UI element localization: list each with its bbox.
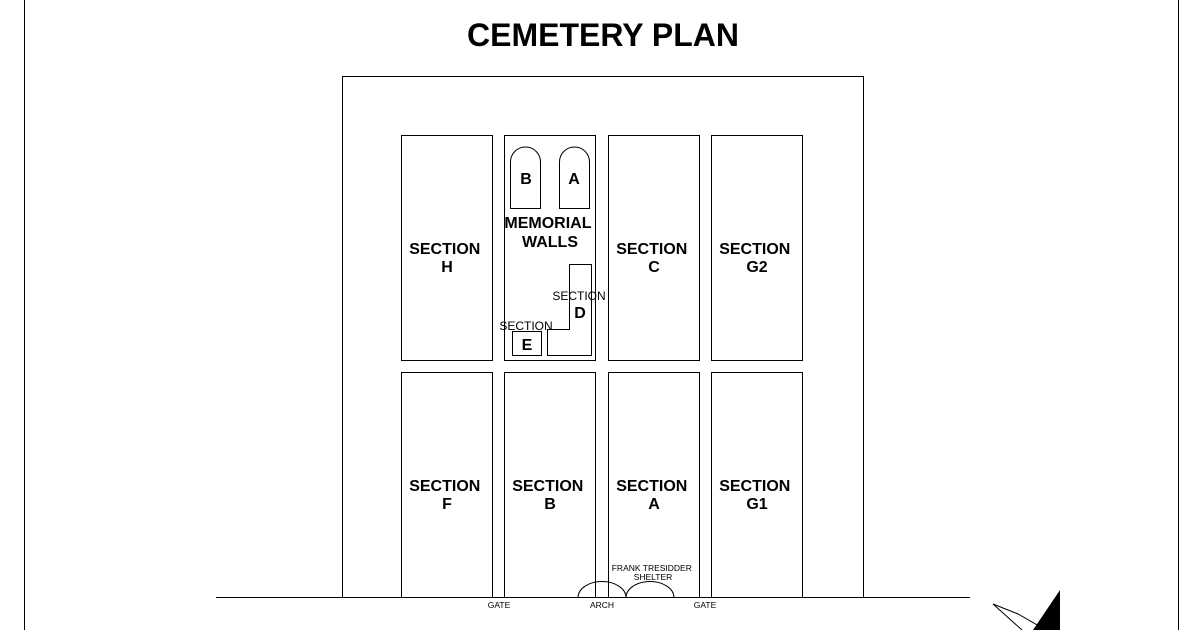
section-g1[interactable]: SECTION G1 [711, 372, 803, 598]
memorial-walls-label: MEMORIAL WALLS [504, 215, 595, 251]
section-g1-plot [711, 372, 803, 598]
memorial-wall-b-shape [510, 146, 541, 209]
memorial-wall-a[interactable]: A [559, 146, 590, 209]
section-b-label: SECTION B [512, 478, 588, 513]
section-f-plot [401, 372, 493, 598]
section-a-plot [608, 372, 700, 598]
memorial-area: B A MEMORIAL WALLS SECTION D SECTION E [499, 135, 606, 361]
section-g2[interactable]: SECTION G2 [711, 135, 803, 361]
shelter-label: FRANK TRESIDDER SHELTER [612, 563, 695, 582]
cemetery-boundary [342, 76, 864, 598]
memorial-wall-b[interactable]: B [510, 146, 541, 209]
section-g1-label: SECTION G1 [719, 478, 795, 513]
section-e-label-letter: E [522, 337, 533, 354]
section-b-plot [504, 372, 596, 598]
section-d-label-letter: D [574, 305, 586, 322]
section-d[interactable]: SECTION D [547, 264, 606, 356]
section-f[interactable]: SECTION F [401, 372, 493, 598]
memorial-wall-a-shape [559, 146, 590, 209]
section-d-label-top: SECTION [552, 289, 605, 303]
page-title: CEMETERY PLAN [467, 17, 739, 53]
shelter-shape [625, 581, 675, 598]
arch-label: ARCH [590, 600, 614, 610]
section-b[interactable]: SECTION B [504, 372, 596, 598]
north-arrow-icon [992, 590, 1060, 630]
frank-tresidder-shelter[interactable]: FRANK TRESIDDER SHELTER [612, 563, 695, 598]
arch-shape [577, 581, 627, 598]
section-f-label: SECTION F [409, 478, 485, 513]
arch[interactable] [577, 581, 627, 598]
section-c[interactable]: SECTION C [608, 135, 700, 361]
section-e-label-top: SECTION [499, 319, 552, 333]
section-c-label: SECTION C [616, 241, 692, 276]
section-e[interactable]: SECTION E [499, 319, 553, 356]
section-d-plot [547, 264, 592, 356]
section-h[interactable]: SECTION H [401, 135, 493, 361]
section-a-label: SECTION A [616, 478, 692, 513]
section-e-plot [512, 331, 542, 356]
memorial-wall-b-label: B [520, 171, 532, 188]
section-a[interactable]: SECTION A [608, 372, 700, 598]
gate-left-label: GATE [488, 600, 511, 610]
memorial-wall-a-label: A [568, 171, 580, 188]
section-g2-label: SECTION G2 [719, 241, 795, 276]
gate-right-label: GATE [694, 600, 717, 610]
section-h-label: SECTION H [409, 241, 485, 276]
